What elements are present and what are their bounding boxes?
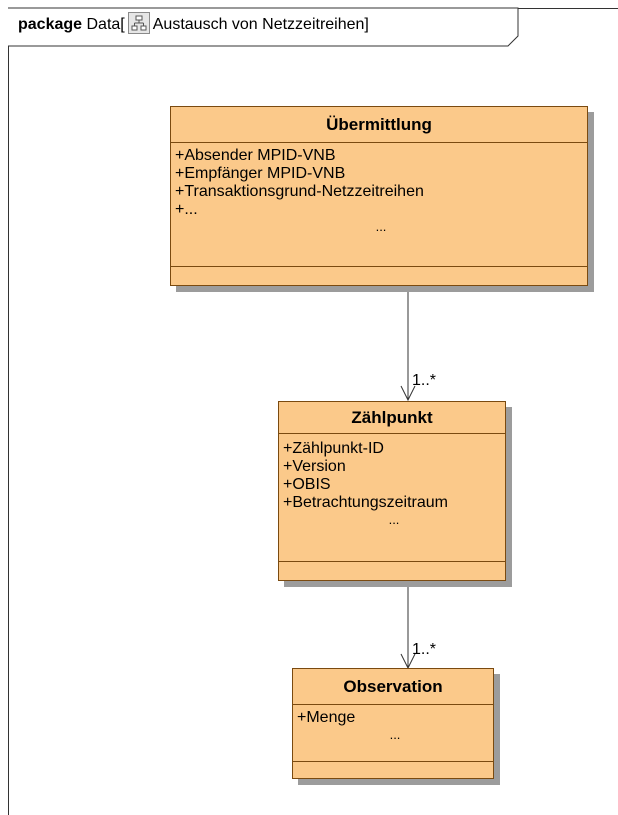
class-observation[interactable]: Observation +Menge ... [292,668,494,779]
package-title: package Data[ Austausch von Netzzeitreih… [18,12,369,35]
attribute: +Zählpunkt-ID [283,440,384,457]
attribute-compartment: +Absender MPID-VNB +Empfänger MPID-VNB +… [171,143,587,267]
more-attributes: ... [388,512,400,527]
multiplicity-label: 1..* [412,641,437,658]
more-attributes: ... [375,219,387,234]
more-attributes: ... [389,727,401,742]
class-zahlpunkt[interactable]: Zählpunkt +Zählpunkt-ID +Version +OBIS +… [278,401,506,581]
attribute: +Empfänger MPID-VNB [175,165,346,182]
class-name: Observation [293,669,493,705]
attribute: +Version [283,458,346,475]
attribute: +Betrachtungszeitraum [283,494,448,511]
arrow-head [400,385,416,402]
class-name: Zählpunkt [279,402,505,434]
package-name-prefix: Data[ [86,16,125,33]
multiplicity-label: 1..* [412,372,437,389]
diagram-icon [127,12,150,34]
attribute: +... [175,201,198,218]
attribute-compartment: +Zählpunkt-ID +Version +OBIS +Betrachtun… [279,434,505,562]
attribute: +OBIS [283,476,331,493]
association-ubermittlung-zahlpunkt [400,286,416,402]
class-ubermittlung[interactable]: Übermittlung +Absender MPID-VNB +Empfäng… [170,106,588,286]
package-frame-left [8,8,9,815]
diagram-name: Austausch von Netzzeitreihen] [152,16,369,33]
package-keyword: package [18,16,83,33]
attribute-compartment: +Menge ... [293,705,493,762]
attribute: +Absender MPID-VNB [175,147,336,164]
attribute: +Menge [297,709,356,726]
attribute: +Transaktionsgrund-Netzzeitreihen [175,183,424,200]
class-name: Übermittlung [171,107,587,143]
